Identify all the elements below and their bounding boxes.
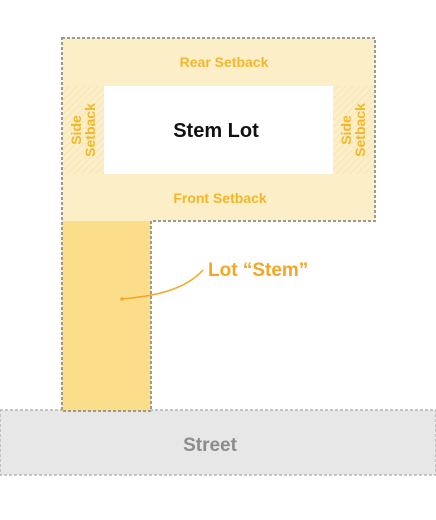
side-setback-right-label-line2: Setback [352,103,368,157]
side-setback-left-label-line2: Setback [82,103,98,157]
lot-stem-leader-dot [120,297,124,301]
front-setback-label: Front Setback [173,190,267,206]
side-setback-left-area [62,86,104,174]
street-band [0,409,436,476]
lot-stem-area [62,221,151,411]
street-label: Street [183,435,238,456]
side-setback-left-label-line1: Side [68,115,84,145]
lot-outline [61,37,376,412]
stem-lot-label: Stem Lot [173,120,259,142]
side-setback-right-area [333,86,375,174]
side-setback-right-label-line1: Side [338,115,354,145]
buildable-area [104,86,333,174]
lot-stem-label: Lot “Stem” [208,260,308,281]
lot-stem-leader-line [121,269,204,300]
rear-setback-label: Rear Setback [180,54,269,70]
